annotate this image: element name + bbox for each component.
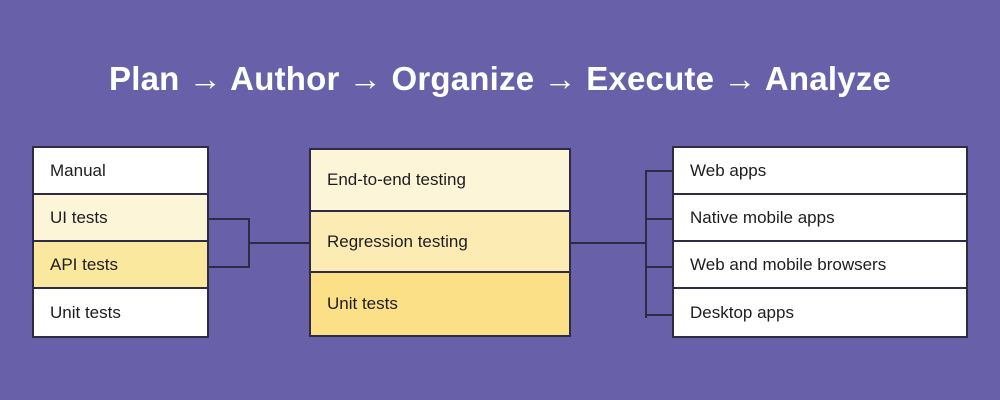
column-test-types: End-to-end testing Regression testing Un… [309,148,571,337]
list-item-label: Desktop apps [690,302,794,322]
column-application-targets: Web apps Native mobile apps Web and mobi… [672,146,968,338]
list-item[interactable]: Manual [34,148,207,196]
connector-branch-desktop-apps [645,314,674,316]
list-item-label: Unit tests [327,294,398,314]
list-item-label: Web apps [690,160,767,180]
list-item[interactable]: Web and mobile browsers [674,242,966,290]
list-item[interactable]: Unit tests [311,273,569,336]
list-item[interactable]: Web apps [674,148,966,196]
list-item[interactable]: Desktop apps [674,289,966,337]
list-item-label: Manual [50,160,106,180]
connector-branch-ui-tests [209,218,250,220]
list-item[interactable]: API tests [34,242,207,290]
connector-branch-web-and-mobile-browsers [645,266,674,268]
list-item-label: End-to-end testing [327,169,466,189]
list-item-label: Web and mobile browsers [690,254,887,274]
page-title: Plan → Author → Organize → Execute → Ana… [108,60,891,97]
connector-spine-right [645,170,647,318]
connector-trunk-right [571,242,647,244]
connector-branch-web-apps [645,170,674,172]
list-item-label: UI tests [50,207,108,227]
list-item-label: Regression testing [327,231,468,251]
list-item-label: Native mobile apps [690,207,835,227]
connector-branch-native-mobile-apps [645,218,674,220]
list-item-label: API tests [50,254,119,274]
connector-trunk-left [248,242,311,244]
list-item[interactable]: Regression testing [311,211,569,274]
list-item[interactable]: Unit tests [34,289,207,337]
list-item[interactable]: End-to-end testing [311,150,569,212]
list-item[interactable]: UI tests [34,195,207,243]
list-item[interactable]: Native mobile apps [674,195,966,243]
list-item-label: Unit tests [50,302,121,322]
connector-branch-api-tests [209,266,250,268]
column-testing-practices: Manual UI tests API tests Unit tests [32,146,209,338]
